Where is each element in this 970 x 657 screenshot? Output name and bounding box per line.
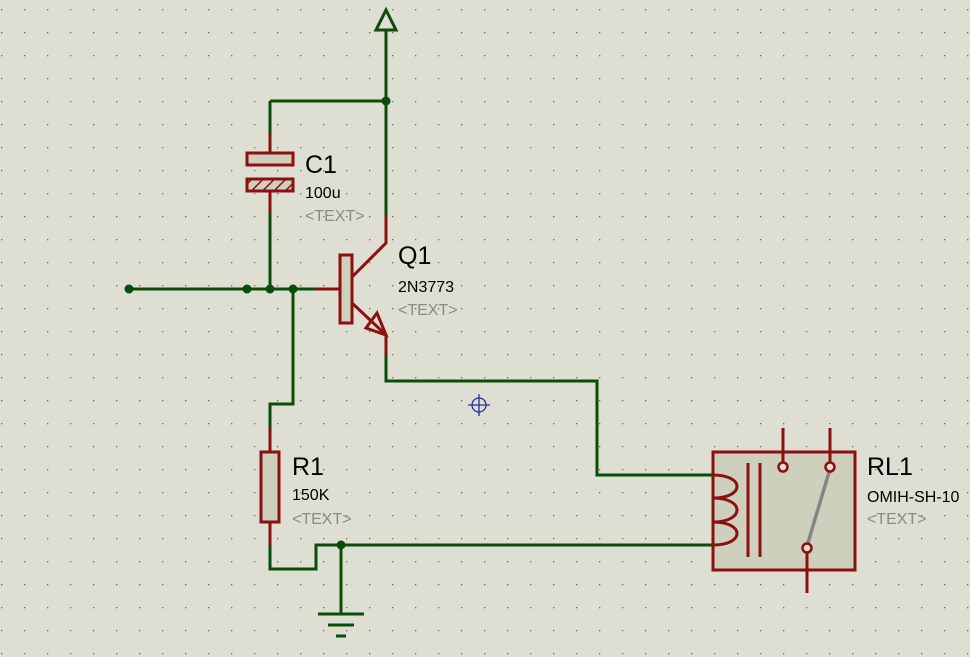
q1-text: <TEXT> [398, 302, 458, 319]
r1-text: <TEXT> [292, 511, 352, 528]
transistor-q1[interactable] [315, 215, 389, 355]
rl1-value: OMIH-SH-10 [867, 489, 960, 506]
junction-dots [124, 96, 391, 550]
relay-rl1[interactable] [711, 428, 857, 593]
r1-ref: R1 [292, 453, 324, 481]
capacitor-c1[interactable] [245, 133, 295, 213]
c1-text: <TEXT> [305, 208, 365, 225]
rl1-ref: RL1 [867, 453, 913, 481]
q1-value: 2N3773 [398, 279, 454, 296]
c1-value: 100u [305, 185, 341, 202]
c1-ref: C1 [305, 151, 337, 179]
rl1-text: <TEXT> [867, 511, 927, 528]
wires[interactable] [129, 30, 713, 614]
ground-icon[interactable] [318, 612, 364, 638]
resistor-r1[interactable] [259, 428, 281, 545]
q1-ref: Q1 [398, 242, 431, 270]
r1-value: 150K [292, 487, 330, 504]
crosshair-icon [468, 394, 490, 416]
power-terminal-icon[interactable] [373, 6, 399, 32]
